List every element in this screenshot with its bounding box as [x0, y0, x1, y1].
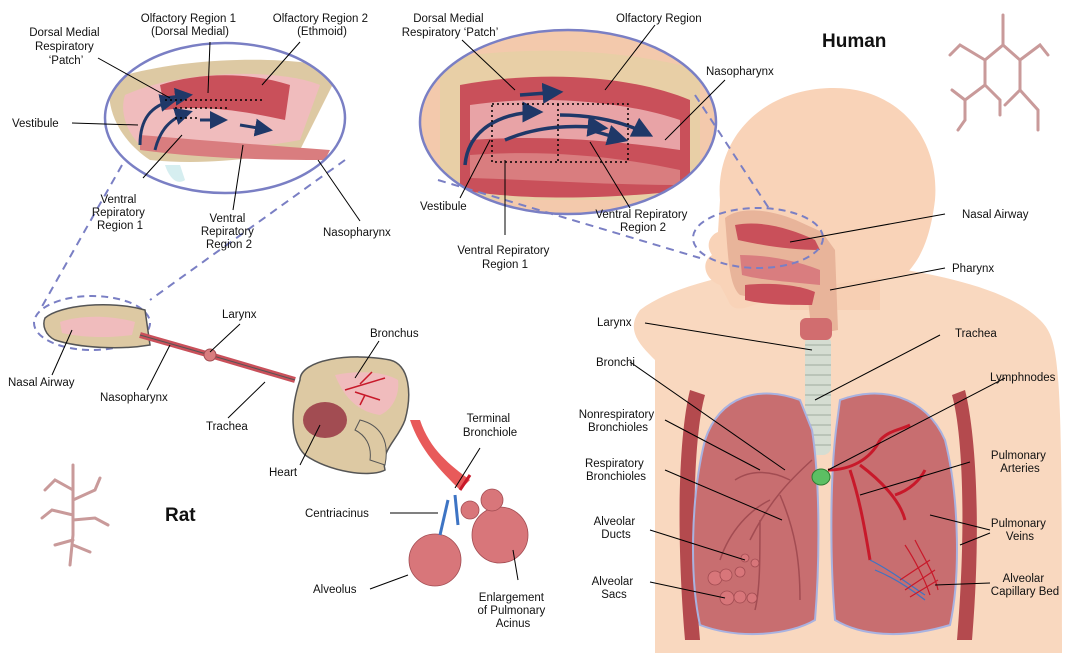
- label-alveolus: Alveolus: [313, 584, 357, 596]
- label-human-pharynx: Pharynx: [952, 263, 994, 275]
- rat-heart: [303, 402, 347, 438]
- label-centriacinus: Centriacinus: [305, 508, 369, 520]
- lymph-node: [812, 469, 830, 485]
- rat-acinus: [409, 489, 528, 586]
- label-human-larynx: Larynx: [597, 317, 632, 329]
- human-bronchial-tree-icon: [950, 15, 1048, 130]
- rat-larynx: [204, 349, 216, 361]
- label-rat-ventral-2: Ventral Repiratory Region 2: [201, 213, 257, 251]
- label-lymphnodes: Lymphnodes: [990, 372, 1056, 384]
- label-rat-ventral-1: Ventral Repiratory Region 1: [92, 194, 148, 232]
- label-nonrespiratory-bronchioles: Nonrespiratory Bronchioles: [579, 409, 658, 434]
- title-rat: Rat: [165, 505, 196, 526]
- label-human-inset-nasopharynx: Nasopharynx: [706, 66, 774, 78]
- label-rat-olfactory-1: Olfactory Region 1 (Dorsal Medial): [141, 13, 239, 38]
- human-larynx: [800, 318, 832, 340]
- rat-bronchial-tree-icon: [42, 465, 108, 565]
- label-rat-vestibule: Vestibule: [12, 118, 59, 130]
- label-human-ventral-1: Ventral Repiratory Region 1: [457, 245, 552, 271]
- label-respiratory-bronchioles: Respiratory Bronchioles: [585, 458, 647, 483]
- label-terminal-bronchiole: Terminal Bronchiole: [463, 413, 517, 439]
- label-alveolar-sacs: Alveolar Sacs: [592, 576, 637, 601]
- label-rat-nasopharynx: Nasopharynx: [100, 392, 168, 404]
- label-rat-bronchus: Bronchus: [370, 328, 419, 340]
- label-rat-trachea: Trachea: [206, 421, 248, 433]
- label-rat-olfactory-2: Olfactory Region 2 (Ethmoid): [273, 13, 371, 38]
- human-nose-inset: [420, 30, 720, 220]
- label-human-olfactory: Olfactory Region: [616, 13, 702, 25]
- rat-nose-inset: [105, 43, 345, 193]
- label-human-dorsal-patch: Dorsal Medial Respiratory ‘Patch’: [402, 13, 499, 39]
- label-rat-larynx: Larynx: [222, 309, 257, 321]
- label-alveolar-ducts: Alveolar Ducts: [594, 516, 639, 541]
- label-rat-inset-nasopharynx: Nasopharynx: [323, 227, 391, 239]
- label-rat-nasal-airway: Nasal Airway: [8, 377, 75, 389]
- rat-figure: [34, 296, 528, 586]
- label-rat-dorsal-patch: Dorsal Medial Respiratory ‘Patch’: [29, 27, 103, 67]
- label-human-vestibule: Vestibule: [420, 201, 467, 213]
- label-human-ventral-2: Ventral Repiratory Region 2: [595, 209, 690, 234]
- human-figure: [634, 88, 1062, 653]
- label-human-trachea: Trachea: [955, 328, 997, 340]
- title-human: Human: [822, 31, 886, 52]
- label-rat-heart: Heart: [269, 467, 298, 479]
- label-human-bronchi: Bronchi: [596, 357, 635, 369]
- label-human-nasal-airway: Nasal Airway: [962, 209, 1029, 221]
- label-pulmonary-acinus: Enlargement of Pulmonary Acinus: [478, 592, 549, 630]
